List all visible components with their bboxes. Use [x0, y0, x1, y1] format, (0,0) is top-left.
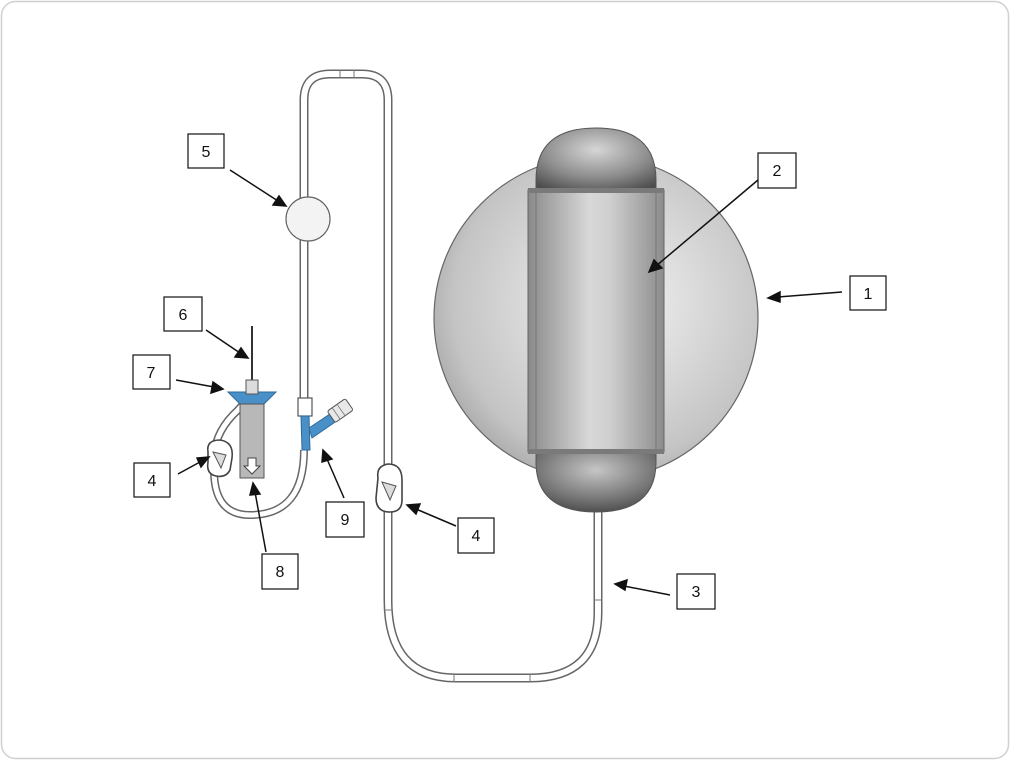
- callout-9: 9: [325, 501, 365, 538]
- callout-1-label: 1: [864, 286, 873, 303]
- top-dome: [535, 127, 657, 191]
- callout-5-label: 5: [202, 144, 211, 161]
- callout-9-label: 9: [341, 512, 350, 529]
- clamp-left: [206, 439, 234, 478]
- central-band: [527, 189, 665, 453]
- callout-6: 6: [163, 296, 203, 332]
- callout-3: 3: [676, 573, 716, 610]
- leader-lines: [175, 169, 843, 596]
- needle-guard: [239, 403, 265, 479]
- clamp-right: [375, 463, 403, 513]
- bottom-dome: [535, 451, 657, 513]
- elastomeric-reservoir: [433, 127, 759, 513]
- needle-assembly: [226, 326, 278, 479]
- air-filter: [285, 196, 331, 242]
- callout-7-label: 7: [147, 365, 156, 382]
- callout-4-right-label: 4: [472, 528, 481, 545]
- callout-5: 5: [187, 133, 225, 169]
- callout-8: 8: [261, 553, 299, 590]
- y-connector: [297, 397, 353, 451]
- lead-tubing: [210, 393, 308, 520]
- main-tubing: [299, 69, 603, 683]
- callout-4-left-label: 4: [148, 473, 157, 490]
- callout-4-right: 4: [457, 517, 495, 554]
- callout-4-left: 4: [133, 462, 171, 498]
- callout-2-label: 2: [773, 163, 782, 180]
- callout-1: 1: [849, 275, 887, 311]
- callout-7: 7: [132, 354, 171, 390]
- callout-2: 2: [757, 152, 797, 189]
- callout-8-label: 8: [276, 564, 285, 581]
- callout-6-label: 6: [179, 307, 188, 324]
- callout-3-label: 3: [692, 584, 701, 601]
